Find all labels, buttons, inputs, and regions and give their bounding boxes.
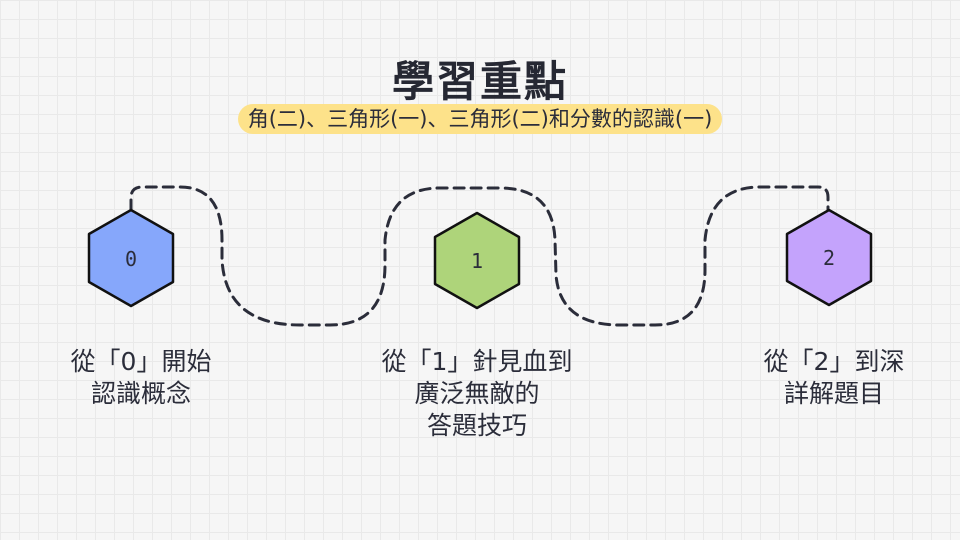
step-node-1: 1 (433, 211, 521, 310)
step-number: 1 (471, 249, 483, 273)
step-label-0: 從「0」開始 認識概念 (70, 347, 212, 408)
step-node-0: 0 (87, 208, 175, 308)
step-node-2: 2 (785, 208, 873, 307)
dashed-connector-path (129, 185, 830, 327)
page-title: 學習重點 (391, 57, 568, 106)
step-number: 2 (823, 246, 835, 270)
subtitle-badge: 角(二)、三角形(一)、三角形(二)和分數的認識(一) (237, 104, 723, 134)
step-number: 0 (125, 247, 137, 271)
step-label-2: 從「2」到深 詳解題目 (763, 347, 905, 408)
step-label-1: 從「1」針見血到 廣泛無敵的 答題技巧 (381, 347, 573, 440)
